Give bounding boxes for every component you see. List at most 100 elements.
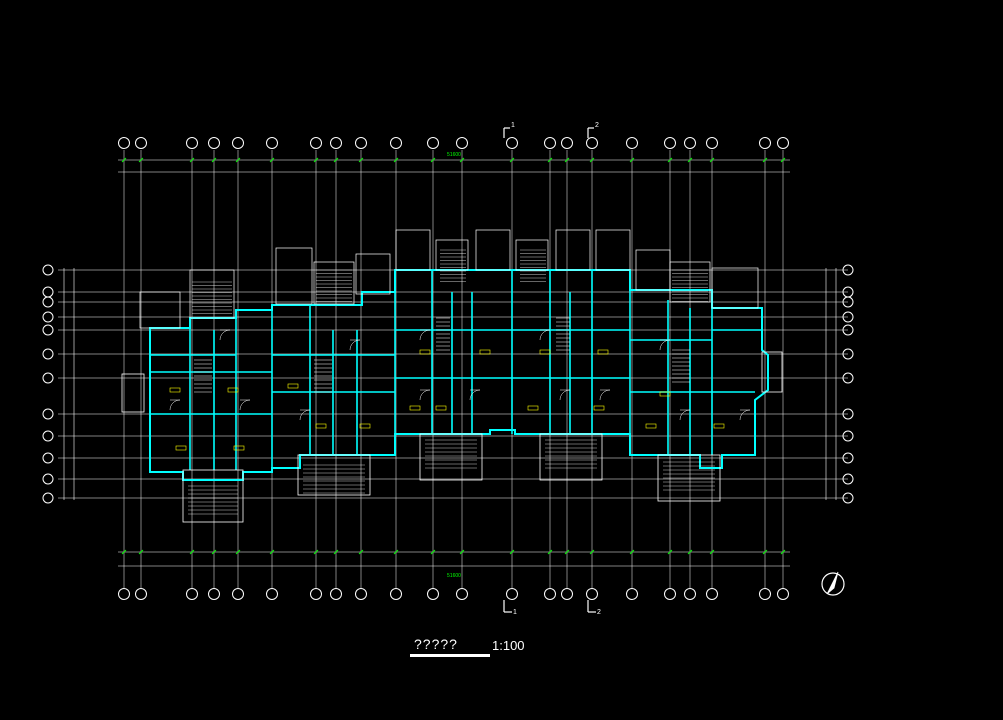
axis-bubble — [266, 137, 278, 149]
axis-bubble — [232, 137, 244, 149]
axis-bubble — [186, 137, 198, 149]
axis-bubble — [42, 473, 54, 485]
axis-bubble — [330, 137, 342, 149]
door-swing — [659, 339, 671, 351]
dimension-tick — [762, 549, 768, 555]
axis-bubble — [626, 588, 638, 600]
axis-bubble — [310, 588, 322, 600]
dimension-tick — [138, 549, 144, 555]
stair-tower — [595, 229, 631, 271]
door-swing — [419, 389, 431, 401]
axis-bubble — [664, 588, 676, 600]
axis-bubble — [135, 137, 147, 149]
axis-bubble — [842, 296, 854, 308]
dimension-tick — [189, 549, 195, 555]
dimension-tick — [564, 549, 570, 555]
drawing-title: ????? — [414, 636, 458, 652]
door-swing — [739, 409, 751, 421]
stair-tower — [139, 291, 181, 329]
dimension-tick — [358, 157, 364, 163]
stair-tower — [475, 229, 511, 271]
dimension-tick — [269, 157, 275, 163]
axis-bubble — [427, 137, 439, 149]
axis-bubble — [310, 137, 322, 149]
room-label-mark — [659, 391, 671, 397]
dimension-tick — [333, 157, 339, 163]
dimension-tick — [189, 157, 195, 163]
drawing-scale: 1:100 — [492, 638, 525, 653]
axis-bubble — [208, 588, 220, 600]
room-label-mark — [539, 349, 551, 355]
dimension-tick — [667, 157, 673, 163]
north-arrow-icon — [826, 571, 839, 595]
room-label-mark — [233, 445, 245, 451]
door-swing — [219, 329, 231, 341]
room-label-mark — [479, 349, 491, 355]
axis-bubble — [506, 137, 518, 149]
building-outline — [149, 269, 769, 481]
axis-bubble — [266, 588, 278, 600]
balcony — [182, 469, 244, 523]
stair-tower — [355, 253, 391, 295]
axis-bubble — [355, 588, 367, 600]
axis-bubble — [42, 492, 54, 504]
axis-bubble — [506, 588, 518, 600]
axis-bubble — [544, 588, 556, 600]
axis-bubble — [626, 137, 638, 149]
balcony — [419, 433, 483, 481]
room-label-mark — [435, 405, 447, 411]
door-swing — [349, 339, 361, 351]
axis-bubble — [842, 408, 854, 420]
dimension-tick — [211, 549, 217, 555]
dimension-tick — [589, 157, 595, 163]
dimension-tick — [235, 157, 241, 163]
balcony — [121, 373, 145, 413]
dimension-tick — [235, 549, 241, 555]
balcony — [657, 454, 721, 502]
axis-bubble — [42, 348, 54, 360]
section-mark-number: 1 — [511, 122, 515, 129]
room-label-mark — [645, 423, 657, 429]
balcony — [761, 351, 783, 393]
overall-dimension-bottom: 51600 — [447, 573, 461, 579]
room-label-mark — [175, 445, 187, 451]
room-label-mark — [227, 387, 239, 393]
room-label-mark — [713, 423, 725, 429]
room-label-mark — [359, 423, 371, 429]
dimension-tick — [780, 157, 786, 163]
axis-bubble — [842, 324, 854, 336]
door-swing — [469, 389, 481, 401]
axis-bubble — [42, 408, 54, 420]
section-mark-number: 2 — [597, 609, 601, 616]
axis-bubble — [842, 473, 854, 485]
room-label-mark — [597, 349, 609, 355]
dimension-tick — [709, 549, 715, 555]
stair-tower — [275, 247, 313, 305]
axis-bubble — [42, 324, 54, 336]
axis-bubble — [842, 492, 854, 504]
door-swing — [539, 329, 551, 341]
section-mark-number: 1 — [513, 609, 517, 616]
overall-dimension-top: 51600 — [447, 152, 461, 158]
axis-bubble — [42, 264, 54, 276]
door-swing — [299, 409, 311, 421]
dimension-tick — [762, 157, 768, 163]
door-swing — [599, 389, 611, 401]
stair-tower — [555, 229, 591, 271]
axis-bubble — [842, 311, 854, 323]
dimension-tick — [313, 549, 319, 555]
room-label-mark — [169, 387, 181, 393]
axis-bubble — [706, 588, 718, 600]
axis-bubble — [842, 430, 854, 442]
axis-bubble — [390, 588, 402, 600]
dimension-tick — [589, 549, 595, 555]
dimension-tick — [393, 549, 399, 555]
stair-tower — [313, 261, 355, 305]
axis-bubble — [135, 588, 147, 600]
balcony — [297, 454, 371, 496]
dimension-tick — [547, 549, 553, 555]
axis-bubble — [777, 137, 789, 149]
door-swing — [419, 329, 431, 341]
dimension-tick — [629, 549, 635, 555]
